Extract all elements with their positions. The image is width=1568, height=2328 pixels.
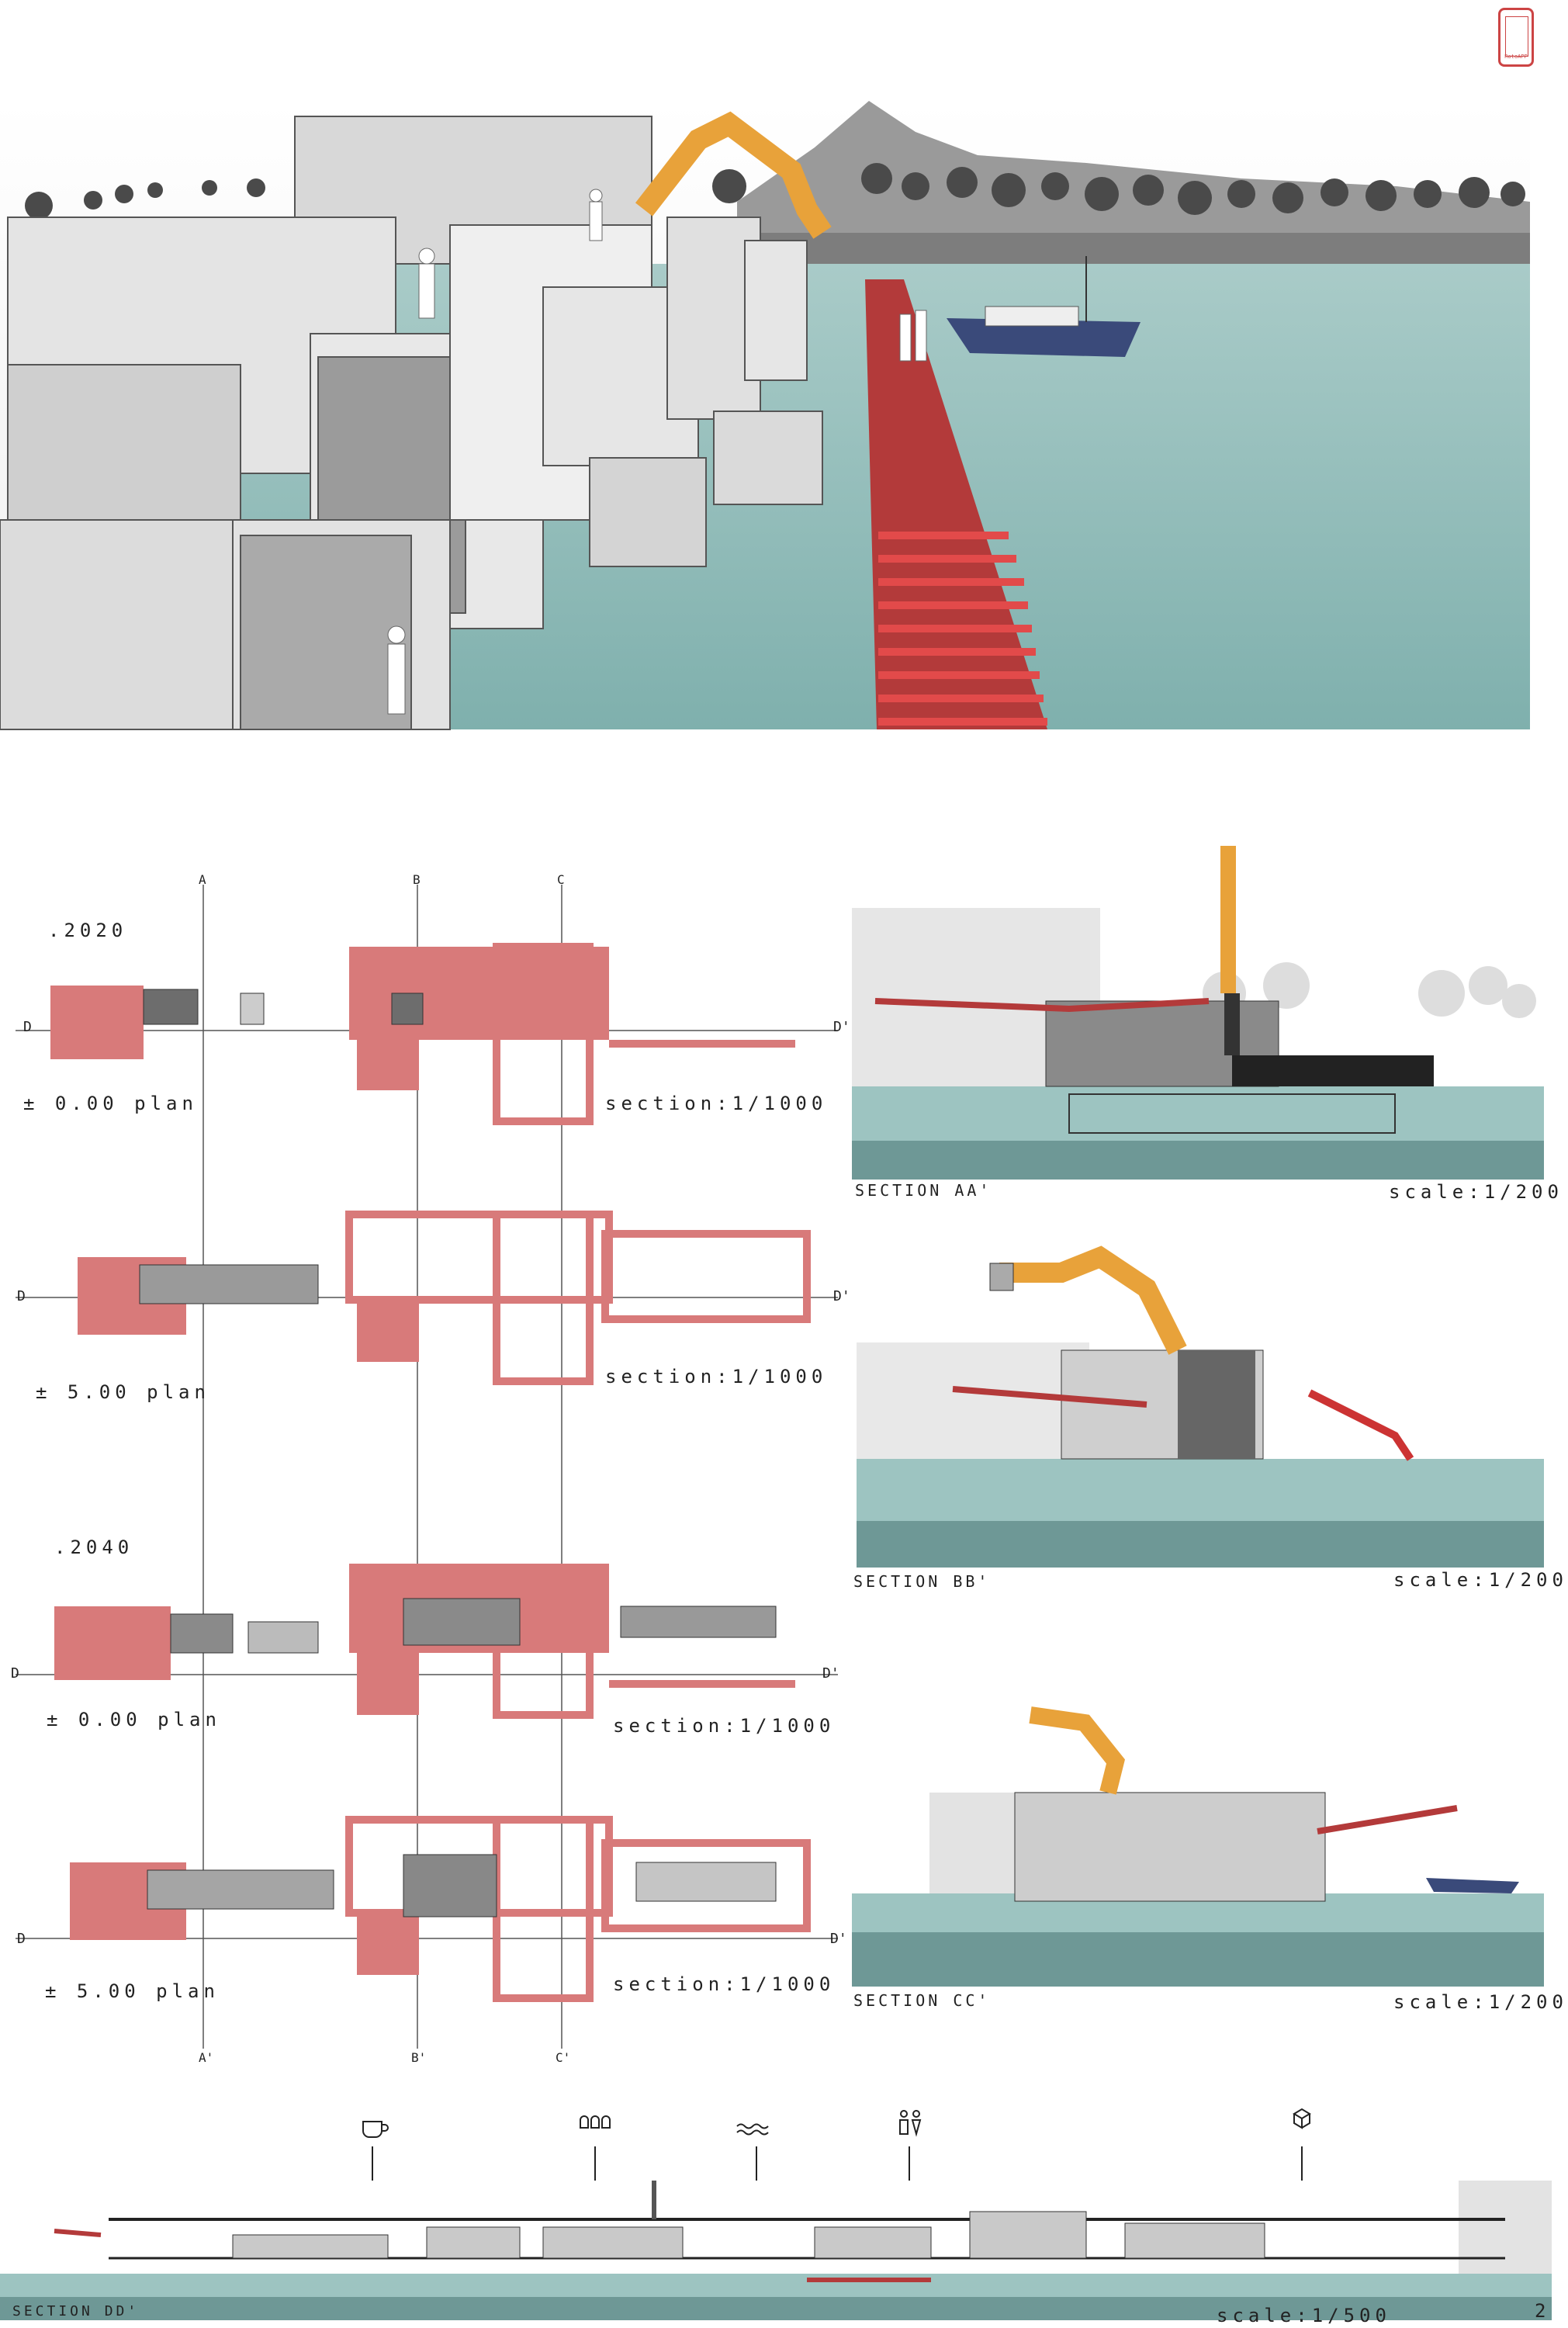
axis-label-c-prime: C' (556, 2050, 571, 2065)
section-bb-drawing (852, 1226, 1544, 1568)
plan-2-axis-right: D' (833, 1288, 850, 1304)
plan-2-axis-left: D (17, 1288, 26, 1304)
plan-1-drawing (16, 943, 838, 1125)
long-section-icons (0, 2103, 1552, 2188)
axis-label-c: C (557, 872, 565, 887)
plan-4-scale: section:1/1000 (613, 1973, 836, 1995)
plan-4-axis-right: D' (830, 1931, 847, 1947)
plan-2-drawing (16, 1211, 838, 1385)
plan-3-label: ± 0.00 plan (47, 1709, 221, 1730)
section-bb-scale: scale:1/200 (1393, 1569, 1568, 1591)
plan-2-scale: section:1/1000 (605, 1366, 828, 1387)
section-aa-title: SECTION AA' (855, 1181, 992, 1200)
plan-4-label: ± 5.00 plan (45, 1980, 220, 2002)
plan-year-2040: .2040 (54, 1536, 134, 1558)
app-badge: RotoAPP (1498, 8, 1534, 67)
plan-1-label: ± 0.00 plan (23, 1093, 198, 1114)
app-badge-label: RotoAPP (1504, 54, 1528, 60)
section-cc-drawing (852, 1699, 1544, 1987)
plan-1-scale: section:1/1000 (605, 1093, 828, 1114)
section-cc-title: SECTION CC' (853, 1991, 991, 2010)
plan-3-scale: section:1/1000 (613, 1715, 836, 1737)
plan-4-axis-left: D (17, 1931, 26, 1947)
plan-2-label: ± 5.00 plan (36, 1381, 210, 1403)
plan-year-2020: .2020 (48, 920, 128, 941)
axis-label-a-prime: A' (199, 2050, 214, 2065)
phone-icon (1505, 16, 1528, 57)
plan-4-drawing (16, 1816, 838, 2002)
axis-label-a: A (199, 872, 206, 887)
axis-label-b: B (413, 872, 421, 887)
plan-3-axis-left: D (11, 1665, 19, 1682)
plan-1-axis-right: D' (833, 1019, 850, 1035)
section-dd-title: SECTION DD' (12, 2303, 140, 2319)
section-aa-drawing (852, 846, 1544, 1180)
plan-3-drawing (16, 1564, 838, 1719)
section-cc-scale: scale:1/200 (1393, 1991, 1568, 2013)
hero-render (0, 101, 1530, 730)
axis-label-b-prime: B' (411, 2050, 427, 2065)
plan-1-axis-left: D (23, 1019, 32, 1035)
plan-3-axis-right: D' (822, 1665, 839, 1682)
section-dd-scale: scale:1/500 (1217, 2305, 1391, 2326)
page-number: 2 (1535, 2300, 1546, 2322)
section-bb-title: SECTION BB' (853, 1572, 991, 1591)
section-dd-drawing (0, 2181, 1552, 2320)
section-aa-scale: scale:1/200 (1389, 1181, 1563, 1203)
